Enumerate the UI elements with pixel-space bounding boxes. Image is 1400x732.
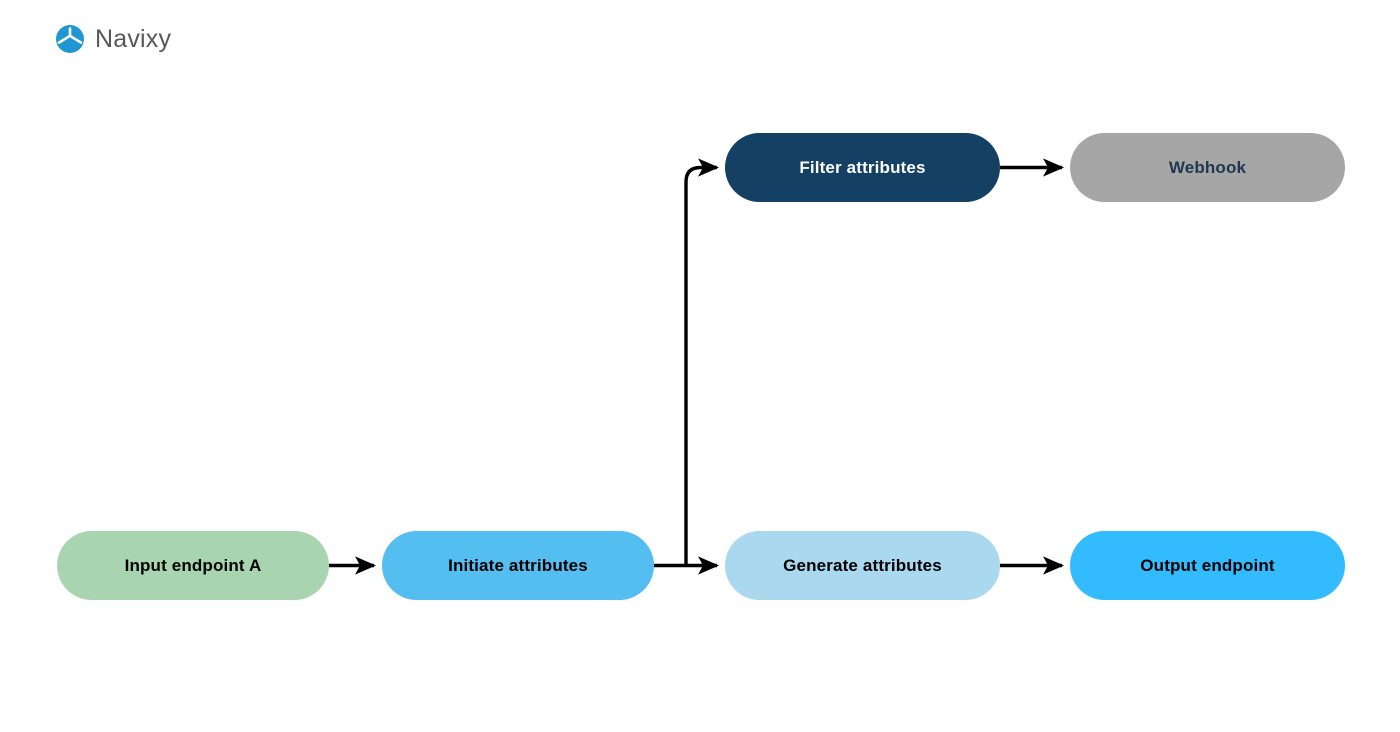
flow-node-label: Initiate attributes bbox=[448, 555, 588, 575]
flow-node-generate-attributes[interactable]: Generate attributes bbox=[725, 531, 1000, 600]
flow-node-webhook[interactable]: Webhook bbox=[1070, 133, 1345, 202]
flow-node-initiate-attributes[interactable]: Initiate attributes bbox=[382, 531, 654, 600]
navixy-logo-icon bbox=[56, 25, 84, 53]
brand-wordmark: Navixy bbox=[95, 24, 172, 53]
flow-node-label: Generate attributes bbox=[783, 555, 942, 575]
flow-node-filter-attributes[interactable]: Filter attributes bbox=[725, 133, 1000, 202]
flow-node-input-endpoint-a[interactable]: Input endpoint A bbox=[57, 531, 329, 600]
edge-initiate-to-filter bbox=[684, 158, 720, 566]
brand-logo: Navixy bbox=[55, 24, 171, 54]
flow-node-label: Webhook bbox=[1168, 157, 1247, 177]
flow-node-output-endpoint[interactable]: Output endpoint bbox=[1070, 531, 1345, 600]
flow-node-label: Filter attributes bbox=[799, 157, 926, 177]
flow-node-label: Output endpoint bbox=[1140, 555, 1275, 575]
flow-node-label: Input endpoint A bbox=[124, 555, 262, 575]
